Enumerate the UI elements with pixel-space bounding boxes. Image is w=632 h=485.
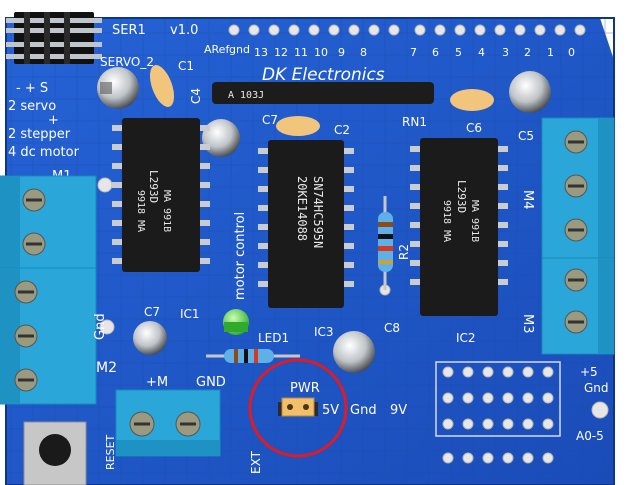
label-pin-7: 7 (410, 46, 417, 59)
label-ext: EXT (249, 450, 263, 474)
label-c7b: C7 (144, 305, 160, 319)
terminal-block-m1 (0, 175, 97, 269)
label-pin-3: 3 (502, 46, 509, 59)
capacitor-c8 (333, 331, 375, 373)
label-ic3: IC3 (314, 325, 334, 339)
label-version: v1.0 (170, 23, 198, 38)
label-brand: DK Electronics (262, 65, 385, 85)
label-c6: C6 (466, 121, 482, 135)
label-side-4: 2 stepper (8, 127, 71, 142)
capacitor-near-ic1 (133, 321, 167, 355)
label-pwr: PWR (290, 381, 320, 396)
label-gnd-left: Gnd (93, 313, 108, 340)
servo-header-pins (6, 12, 102, 64)
led-green (223, 309, 249, 335)
label-ic1: IC1 (180, 307, 200, 321)
ceramic-capacitor-2 (276, 116, 320, 136)
label-pin-0: 0 (568, 46, 575, 59)
chip-left-line2: 9918 MA (135, 190, 146, 232)
label-pin-11: 11 (294, 46, 308, 59)
capacitor-c1 (97, 67, 139, 109)
label-plus-m: +M (146, 375, 168, 390)
label-rn1: RN1 (402, 115, 427, 129)
ceramic-capacitor (149, 65, 175, 107)
label-gnd-mid: GND (196, 375, 226, 390)
label-gnd-top: gnd (229, 43, 250, 56)
label-c8: C8 (384, 321, 400, 335)
chip-sn74hc595n: 20KE14088 SN74HC595N (258, 140, 354, 308)
reset-button (23, 421, 87, 485)
label-pin-12: 12 (274, 46, 288, 59)
chip-l293d-left: L293D 9918 MA MA 991B (112, 118, 210, 272)
label-m3: M3 (520, 314, 535, 334)
label-pin-2: 2 (524, 46, 531, 59)
label-pin-9: 9 (338, 46, 345, 59)
analog-pad-grid (442, 366, 554, 464)
label-gnd-r2: Gnd (584, 381, 609, 395)
label-ser1: SER1 (112, 23, 146, 38)
terminal-block-m2 (0, 267, 97, 405)
terminal-block-m4 (541, 117, 615, 259)
label-pin-5: 5 (455, 46, 462, 59)
label-a0-5: A0-5 (576, 429, 604, 443)
label-pin-4: 4 (478, 46, 485, 59)
label-side-3: + (48, 113, 59, 128)
pwr-jumper (278, 397, 318, 417)
highlight-circle (248, 358, 348, 458)
label-m4: M4 (520, 190, 535, 210)
label-plus5: +5 (580, 365, 598, 379)
label-side-2: 2 servo (8, 99, 56, 114)
label-pin-1: 1 (547, 46, 554, 59)
label-pin-13: 13 (254, 46, 268, 59)
chip-left-line1: L293D (147, 170, 160, 203)
chip-right-line2: 9918 MA (441, 200, 452, 242)
ceramic-capacitor-3 (450, 89, 494, 111)
label-c2: C2 (334, 123, 350, 137)
label-aref: ARef (204, 43, 230, 56)
label-pin-8: 8 (360, 46, 367, 59)
label-motor-control: motor control (233, 212, 248, 300)
label-c1: C1 (178, 59, 194, 73)
label-servo2: SERVO_2 (100, 55, 154, 69)
label-side-5: 4 dc motor (8, 145, 80, 160)
label-r2: R2 (397, 244, 411, 260)
label-c4: C4 (189, 88, 203, 104)
terminal-block-m3 (541, 257, 615, 355)
label-9v: 9V (390, 403, 407, 418)
label-led1: LED1 (258, 331, 289, 345)
capacitor-c5 (509, 71, 551, 113)
label-gnd-right: Gnd (350, 403, 377, 418)
label-m2: M2 (96, 360, 117, 376)
label-side-1: - + S (16, 81, 48, 96)
svg-text:A 103J: A 103J (228, 90, 264, 101)
label-pin-6: 6 (432, 46, 439, 59)
label-reset: RESET (104, 434, 117, 470)
chip-l293d-right: L293D 9918 MA MA 991B (410, 138, 508, 316)
chip-left-line3: MA 991B (161, 190, 172, 232)
chip-right-line1: L293D (455, 180, 468, 213)
label-pin-10: 10 (314, 46, 328, 59)
label-c5: C5 (518, 129, 534, 143)
label-ic2: IC2 (456, 331, 476, 345)
resistor-network-rn1: A 103J (212, 82, 434, 104)
label-5v: 5V (322, 403, 339, 418)
chip-middle-line2: SN74HC595N (311, 176, 325, 248)
chip-middle-line1: 20KE14088 (295, 176, 309, 241)
label-c7: C7 (262, 113, 278, 127)
capacitor-c7 (202, 119, 240, 157)
resistor-r2 (378, 196, 393, 290)
resistor-led (206, 349, 300, 363)
top-header-pads (228, 24, 586, 36)
chip-right-line3: MA 991B (469, 200, 480, 242)
terminal-block-power (115, 389, 221, 457)
